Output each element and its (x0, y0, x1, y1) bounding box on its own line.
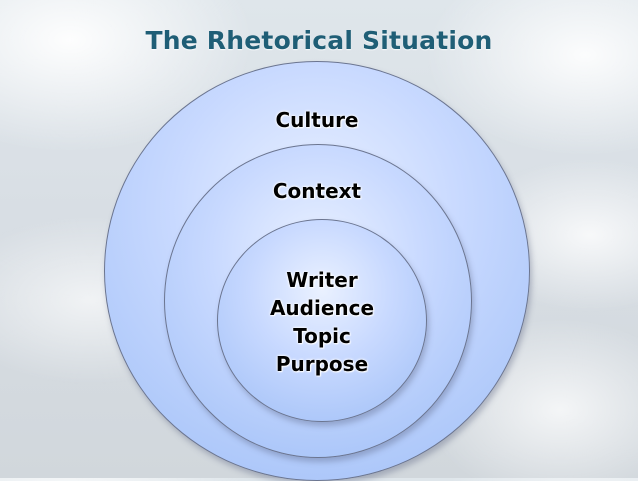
middle-circle-label: Context (272, 179, 362, 203)
writer-label: Writer (286, 268, 358, 292)
inner-circle-labels: Writer Audience Topic Purpose (222, 266, 422, 378)
slide-title: The Rhetorical Situation (145, 26, 493, 55)
purpose-label: Purpose (275, 352, 369, 376)
audience-label: Audience (269, 296, 375, 320)
inner-circle (217, 219, 427, 422)
outer-circle-label: Culture (275, 108, 359, 132)
topic-label: Topic (293, 324, 351, 348)
